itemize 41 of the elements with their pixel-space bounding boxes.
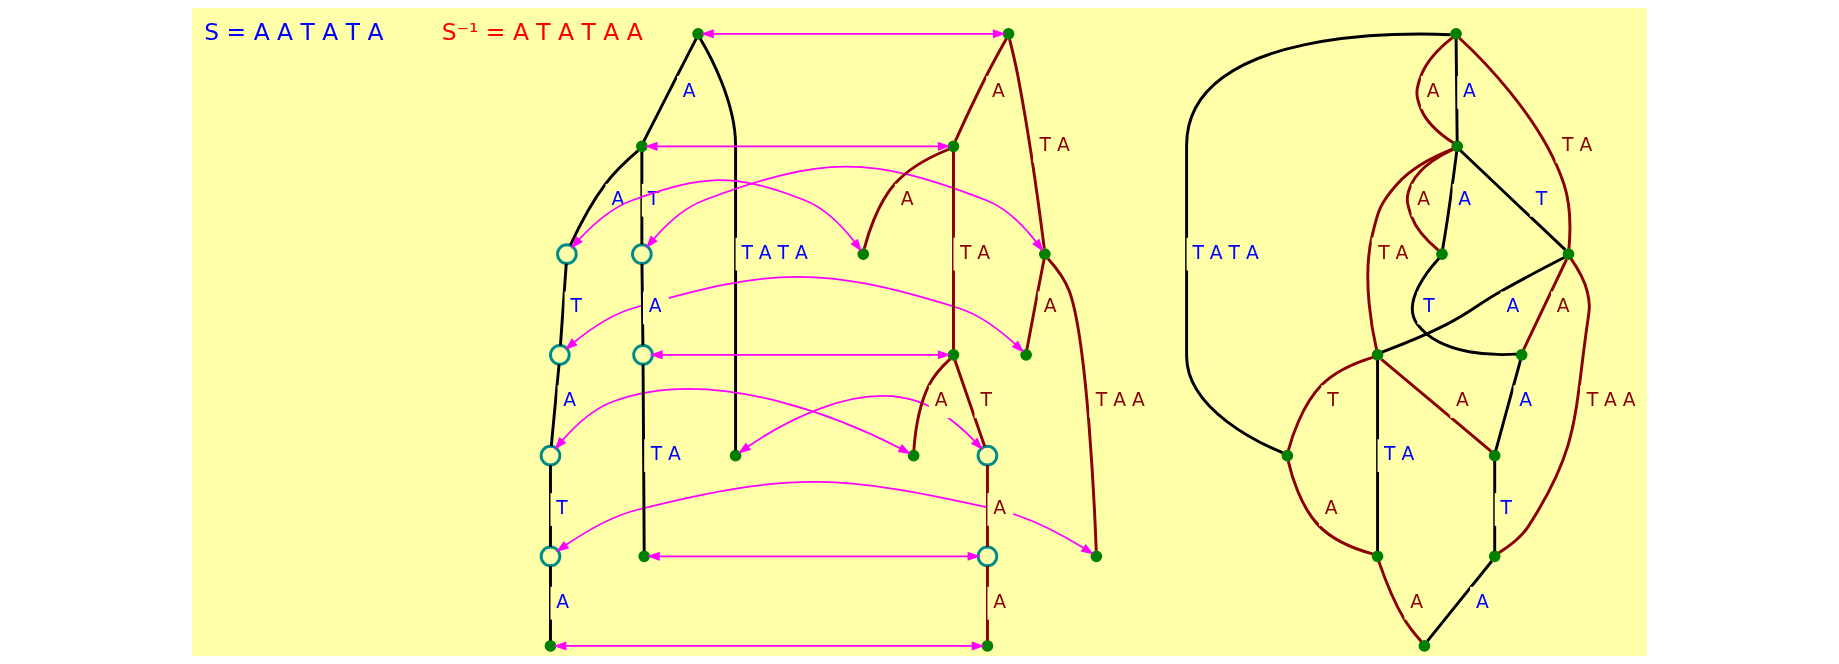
edge-label: T A [650, 443, 681, 465]
edge-label: T A [1378, 241, 1409, 263]
edge-label: T [570, 295, 582, 317]
edge-label: A [563, 389, 577, 411]
edge-label: A [1417, 187, 1431, 209]
edge-label: A [993, 590, 1007, 612]
edge-label: A [992, 79, 1005, 101]
edge-label: A [1458, 187, 1472, 209]
label: S = A A T A T A [204, 17, 384, 46]
edge-label: A [1556, 295, 1570, 317]
edge-label: T [556, 496, 568, 518]
edge-label: T A T A [1192, 241, 1259, 263]
edge-label: A [934, 389, 948, 411]
edge-label: A [1475, 590, 1489, 612]
edge-label: A [1426, 79, 1440, 101]
edge-label: T [1423, 295, 1435, 317]
edge-label: A [1506, 295, 1520, 317]
edge-label: T A [1384, 443, 1415, 465]
label: S⁻¹ = A T A T A A [441, 17, 643, 46]
edge-label: A [1324, 496, 1338, 518]
edge-label: A [900, 187, 914, 209]
edge-label: A [1463, 79, 1476, 101]
edge-label: A [1519, 389, 1533, 411]
edge-label: A [648, 295, 662, 317]
edge-label: A [1410, 590, 1424, 612]
edge-label: A [1456, 389, 1469, 411]
edge-label: A [556, 590, 570, 612]
edge-label: T [1327, 389, 1339, 411]
edge-label: T A [1562, 133, 1593, 155]
edge-label: A [682, 79, 696, 101]
edge-label: T [1535, 187, 1548, 209]
edge-label: T [980, 389, 992, 411]
edge-label: T A T A [741, 241, 808, 263]
edge-label: T A [959, 241, 991, 263]
edge-label: T [1500, 496, 1513, 518]
edge-label: A [993, 496, 1007, 518]
edge-label: A [611, 187, 625, 209]
edge-label: T A A [1095, 389, 1145, 411]
edge-label: T A A [1586, 389, 1636, 411]
edge-label: T A [1039, 133, 1070, 155]
edge-label: A [1043, 295, 1057, 317]
